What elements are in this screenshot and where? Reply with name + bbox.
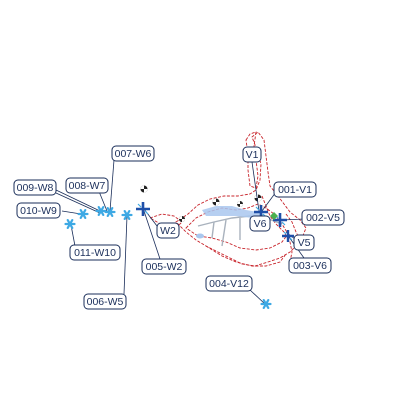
survey-point-icon [237, 201, 243, 207]
label-006-w5[interactable]: 006-W5 [83, 293, 127, 310]
label-001-v1[interactable]: 001-V1 [273, 181, 317, 198]
label-w2[interactable]: W2 [156, 222, 180, 239]
asterisk-icon[interactable] [121, 209, 133, 221]
label-text: 005-W2 [146, 261, 183, 273]
label-text: V1 [246, 149, 259, 161]
leader-line [55, 189, 101, 212]
label-text: 003-V6 [293, 260, 327, 272]
crosshair-icon[interactable] [136, 202, 150, 216]
boundary-south-loop [205, 245, 287, 267]
label-v6[interactable]: V6 [249, 215, 271, 232]
leader-line [261, 191, 277, 212]
label-text: 004-V12 [209, 278, 249, 290]
label-002-v5[interactable]: 002-V5 [301, 209, 345, 226]
label-004-v12[interactable]: 004-V12 [205, 275, 253, 292]
label-011-w10[interactable]: 011-W10 [69, 244, 121, 261]
label-text: V5 [298, 237, 311, 249]
survey-point-icon [179, 216, 185, 222]
label-009-w8[interactable]: 009-W8 [13, 179, 57, 196]
label-007-w6[interactable]: 007-W6 [111, 145, 155, 162]
label-text: 010-W9 [20, 205, 57, 217]
label-text: 001-V1 [278, 184, 312, 196]
road-spur-1 [211, 221, 215, 239]
asterisk-icon[interactable] [64, 218, 76, 230]
asterisk-icon[interactable] [260, 298, 272, 310]
labels: 009-W8 008-W7 007-W6 010-W9 011-W10 006-… [13, 145, 345, 310]
boundary-outline-main [175, 131, 307, 267]
survey-point-icon [140, 185, 148, 193]
boundary-north-arm [245, 131, 259, 189]
label-010-w9[interactable]: 010-W9 [16, 202, 61, 219]
label-008-w7[interactable]: 008-W7 [65, 177, 109, 194]
water-body [202, 206, 264, 218]
label-text: 008-W7 [69, 180, 106, 192]
crosshair-icon[interactable] [282, 230, 294, 242]
label-text: 002-V5 [306, 212, 340, 224]
accent-marker-icon [270, 212, 278, 220]
label-text: 009-W8 [17, 182, 54, 194]
label-v5[interactable]: V5 [293, 234, 315, 251]
leader-line [249, 289, 266, 305]
label-text: 011-W10 [74, 247, 116, 259]
leader-line [123, 215, 128, 295]
leader-line [55, 192, 101, 214]
label-text: W2 [160, 225, 176, 237]
leader-lines [55, 159, 305, 305]
label-text: V6 [254, 218, 267, 230]
leader-line [109, 159, 115, 212]
asterisk-icon[interactable] [95, 205, 107, 217]
survey-point-icon [212, 198, 220, 206]
leader-line [143, 210, 162, 263]
label-text: 007-W6 [115, 148, 152, 160]
survey-point-icon [254, 194, 262, 202]
road-spur-2 [221, 219, 227, 247]
asterisk-icon[interactable] [77, 208, 89, 220]
label-v1[interactable]: V1 [242, 146, 262, 163]
label-text: 006-W5 [87, 296, 124, 308]
markers [64, 202, 294, 310]
water-pond [196, 233, 204, 239]
label-005-w2[interactable]: 005-W2 [141, 258, 187, 275]
map-base [148, 131, 307, 273]
survey-points [140, 185, 262, 222]
asterisk-icon[interactable] [104, 206, 116, 218]
label-003-v6[interactable]: 003-V6 [288, 257, 332, 274]
leader-line [251, 161, 260, 212]
